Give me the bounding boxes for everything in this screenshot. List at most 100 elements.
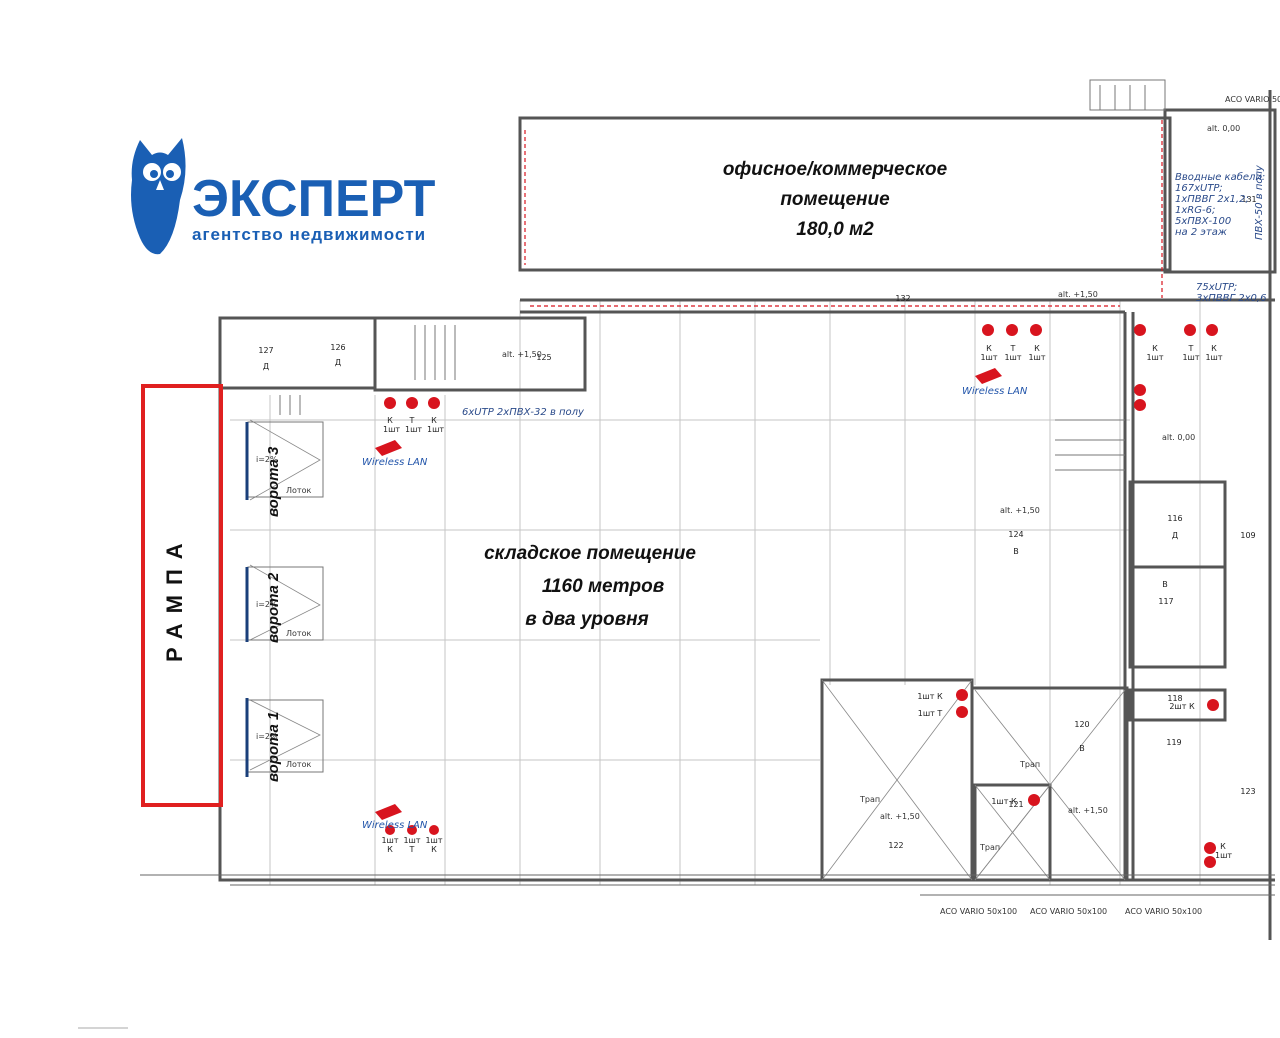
- drain-channel-label: ACO VARIO 50x100: [940, 907, 1018, 916]
- room-124: 124: [1008, 530, 1024, 539]
- wireless-lan-label: Wireless LAN: [362, 457, 428, 468]
- room-116-type: Д: [1171, 531, 1179, 540]
- room-120: 120: [1074, 720, 1090, 729]
- input-cables-line: на 2 этаж: [1175, 227, 1227, 238]
- room-117: 117: [1158, 597, 1174, 606]
- wifi-router-icon: [375, 440, 402, 456]
- office-label: офисное/коммерческое помещение 180,0 м2: [690, 155, 980, 245]
- room-117-type: В: [1162, 580, 1168, 589]
- riser-cables-line: 3xПВВГ 2x0,6: [1196, 293, 1267, 304]
- input-cables-title: Вводные кабели:: [1175, 172, 1266, 183]
- slope-mark: i=2%: [256, 600, 278, 609]
- ramp-outline: [141, 384, 223, 807]
- drainage-line: [78, 874, 1275, 1029]
- office-label-line2: помещение: [780, 189, 890, 210]
- room-132: 132: [895, 294, 911, 303]
- socket-icon: [956, 706, 968, 718]
- slope-mark: i=2%: [256, 732, 278, 741]
- room-123: 123: [1240, 787, 1256, 796]
- slope-mark: i=2%: [256, 455, 278, 464]
- input-cables-line: 1xRG-6;: [1175, 205, 1216, 216]
- room-121: 121: [1008, 800, 1024, 809]
- logo-tagline: агентство недвижимости: [192, 225, 426, 244]
- room-126-type: Д: [334, 358, 342, 367]
- office-area: 180,0 м2: [796, 219, 874, 240]
- altitude-mark: alt. 0,00: [1162, 433, 1196, 442]
- altitude-mark: alt. 0,00: [1207, 124, 1241, 133]
- red-cable-route: [524, 120, 1163, 307]
- input-cables-note: Вводные кабели: 167xUTP; 1xПВВГ 2x1,2; 1…: [1175, 172, 1265, 238]
- socket-icon: [956, 689, 968, 701]
- altitude-mark: alt. +1,50: [880, 812, 920, 821]
- vertical-cable-note: ПВХ-50 в полу: [1254, 165, 1265, 240]
- room-120-type: В: [1079, 744, 1085, 753]
- logo-name: ЭКСПЕРТ: [192, 170, 436, 228]
- drain-channel-label: ACO VARIO 50x100: [1030, 907, 1108, 916]
- socket-group-4-icon: [1134, 324, 1218, 411]
- wifi-router-icon: [975, 368, 1002, 384]
- room-127: 127: [258, 346, 274, 355]
- room-127-type: Д: [262, 362, 270, 371]
- room-109: 109: [1240, 531, 1256, 540]
- gate-boxes: [247, 421, 324, 773]
- socket-label: 1шт Т: [917, 709, 943, 718]
- tray-label: Лоток: [286, 760, 312, 769]
- floor-drain-label: Трап: [980, 843, 1001, 852]
- socket-group-3-icon: [982, 324, 1042, 336]
- wireless-lan-label: Wireless LAN: [362, 820, 428, 831]
- tray-label: Лоток: [286, 629, 312, 638]
- drain-channel-label: ACO VARIO 50x100: [1225, 95, 1280, 104]
- room-118: 118: [1167, 694, 1183, 703]
- socket-icon: [1204, 842, 1216, 854]
- input-cables-line: 167xUTP;: [1175, 183, 1223, 194]
- ramp-label: РАМПА: [162, 533, 187, 662]
- owl-logo-icon: [131, 138, 186, 255]
- riser-cables-line: 75xUTP;: [1196, 282, 1238, 293]
- column-grid: [230, 300, 1201, 885]
- socket-group-2-icon: [385, 825, 439, 835]
- floor-drain-label: Трап: [1020, 760, 1041, 769]
- stairs: [279, 325, 1125, 471]
- room-diagonals: [249, 419, 1126, 881]
- warehouse-label-line1: складское помещение: [484, 543, 696, 564]
- room-119: 119: [1166, 738, 1182, 747]
- room-124-type: В: [1013, 547, 1019, 556]
- floor-drain-label: Трап: [860, 795, 881, 804]
- socket-group-1-icon: [384, 397, 440, 409]
- top-stairs: [1089, 79, 1166, 111]
- socket-icon: [1028, 794, 1040, 806]
- socket-label: 2шт К: [1169, 702, 1195, 711]
- warehouse-area: 1160 метров: [541, 576, 665, 597]
- socket-label: 1шт К: [917, 692, 943, 701]
- room-122: 122: [888, 841, 904, 850]
- warehouse-levels: в два уровня: [525, 609, 649, 630]
- room-116: 116: [1167, 514, 1183, 523]
- drain-channel-label: ACO VARIO 50x100: [1125, 907, 1203, 916]
- warehouse-label: складское помещение 1160 метров в два ур…: [460, 537, 720, 636]
- room-126: 126: [330, 343, 346, 352]
- altitude-mark: alt. +1,50: [1068, 806, 1108, 815]
- riser-cables-note: 75xUTP; 3xПВВГ 2x0,6: [1196, 282, 1266, 304]
- wireless-lan-label: Wireless LAN: [962, 386, 1028, 397]
- altitude-mark: alt. +1,50: [1000, 506, 1040, 515]
- wifi-router-icon: [375, 804, 402, 820]
- altitude-mark: alt. +1,50: [1058, 290, 1098, 299]
- room-131: 131: [1241, 195, 1257, 204]
- floor-cable-note: 6xUTP 2xПВХ-32 в полу: [462, 407, 584, 418]
- router-icons: [375, 368, 1002, 820]
- room-125: 125: [536, 353, 552, 362]
